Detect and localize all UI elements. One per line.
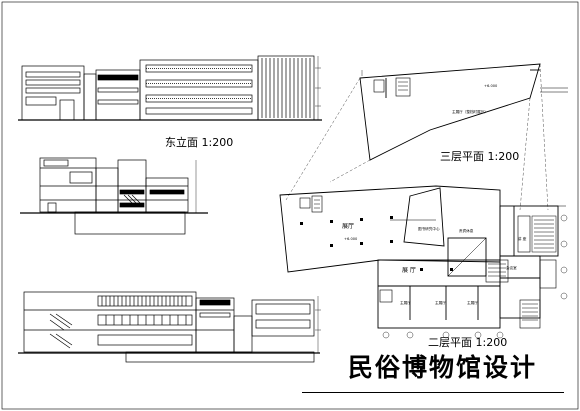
project-title: 民俗博物馆设计 <box>348 353 538 382</box>
east-elevation-caption: 东立面 1:200 <box>165 135 233 149</box>
third-floor-level-mark: +6.000 <box>484 84 498 88</box>
second-floor-hall-left-label: 展厅 <box>342 223 354 230</box>
research-room-label: 图书研究中心 <box>418 226 440 231</box>
main-hall-2b-label: 主展厅 <box>435 300 446 305</box>
plan-projection-lines <box>285 63 549 211</box>
title-underline <box>302 392 564 393</box>
main-hall-2c-label: 主展厅 <box>467 300 478 305</box>
section-lower <box>18 291 321 363</box>
vip-room-label: 贵宾休息 <box>459 228 474 233</box>
main-hall-2a-label: 主展厅 <box>400 300 411 305</box>
second-floor-caption: 二层平面 1:200 <box>428 336 507 349</box>
lecture-room-label: 讲 座 <box>518 236 527 241</box>
plan-axis-bubbles <box>382 214 568 339</box>
second-floor-plan <box>279 185 566 329</box>
third-floor-plan <box>359 63 568 161</box>
second-floor-hall-center-label: 展 厅 <box>402 267 416 274</box>
third-floor-main-hall-label: 主展厅（整档时展厅） <box>452 109 488 114</box>
plan-columns <box>300 216 453 271</box>
meeting-room-label: 会议室 <box>506 265 517 270</box>
second-floor-level-mark: +6.000 <box>344 237 358 241</box>
third-floor-caption: 三层平面 1:200 <box>440 150 519 163</box>
east-elevation <box>18 55 322 121</box>
section-upper <box>20 157 208 235</box>
